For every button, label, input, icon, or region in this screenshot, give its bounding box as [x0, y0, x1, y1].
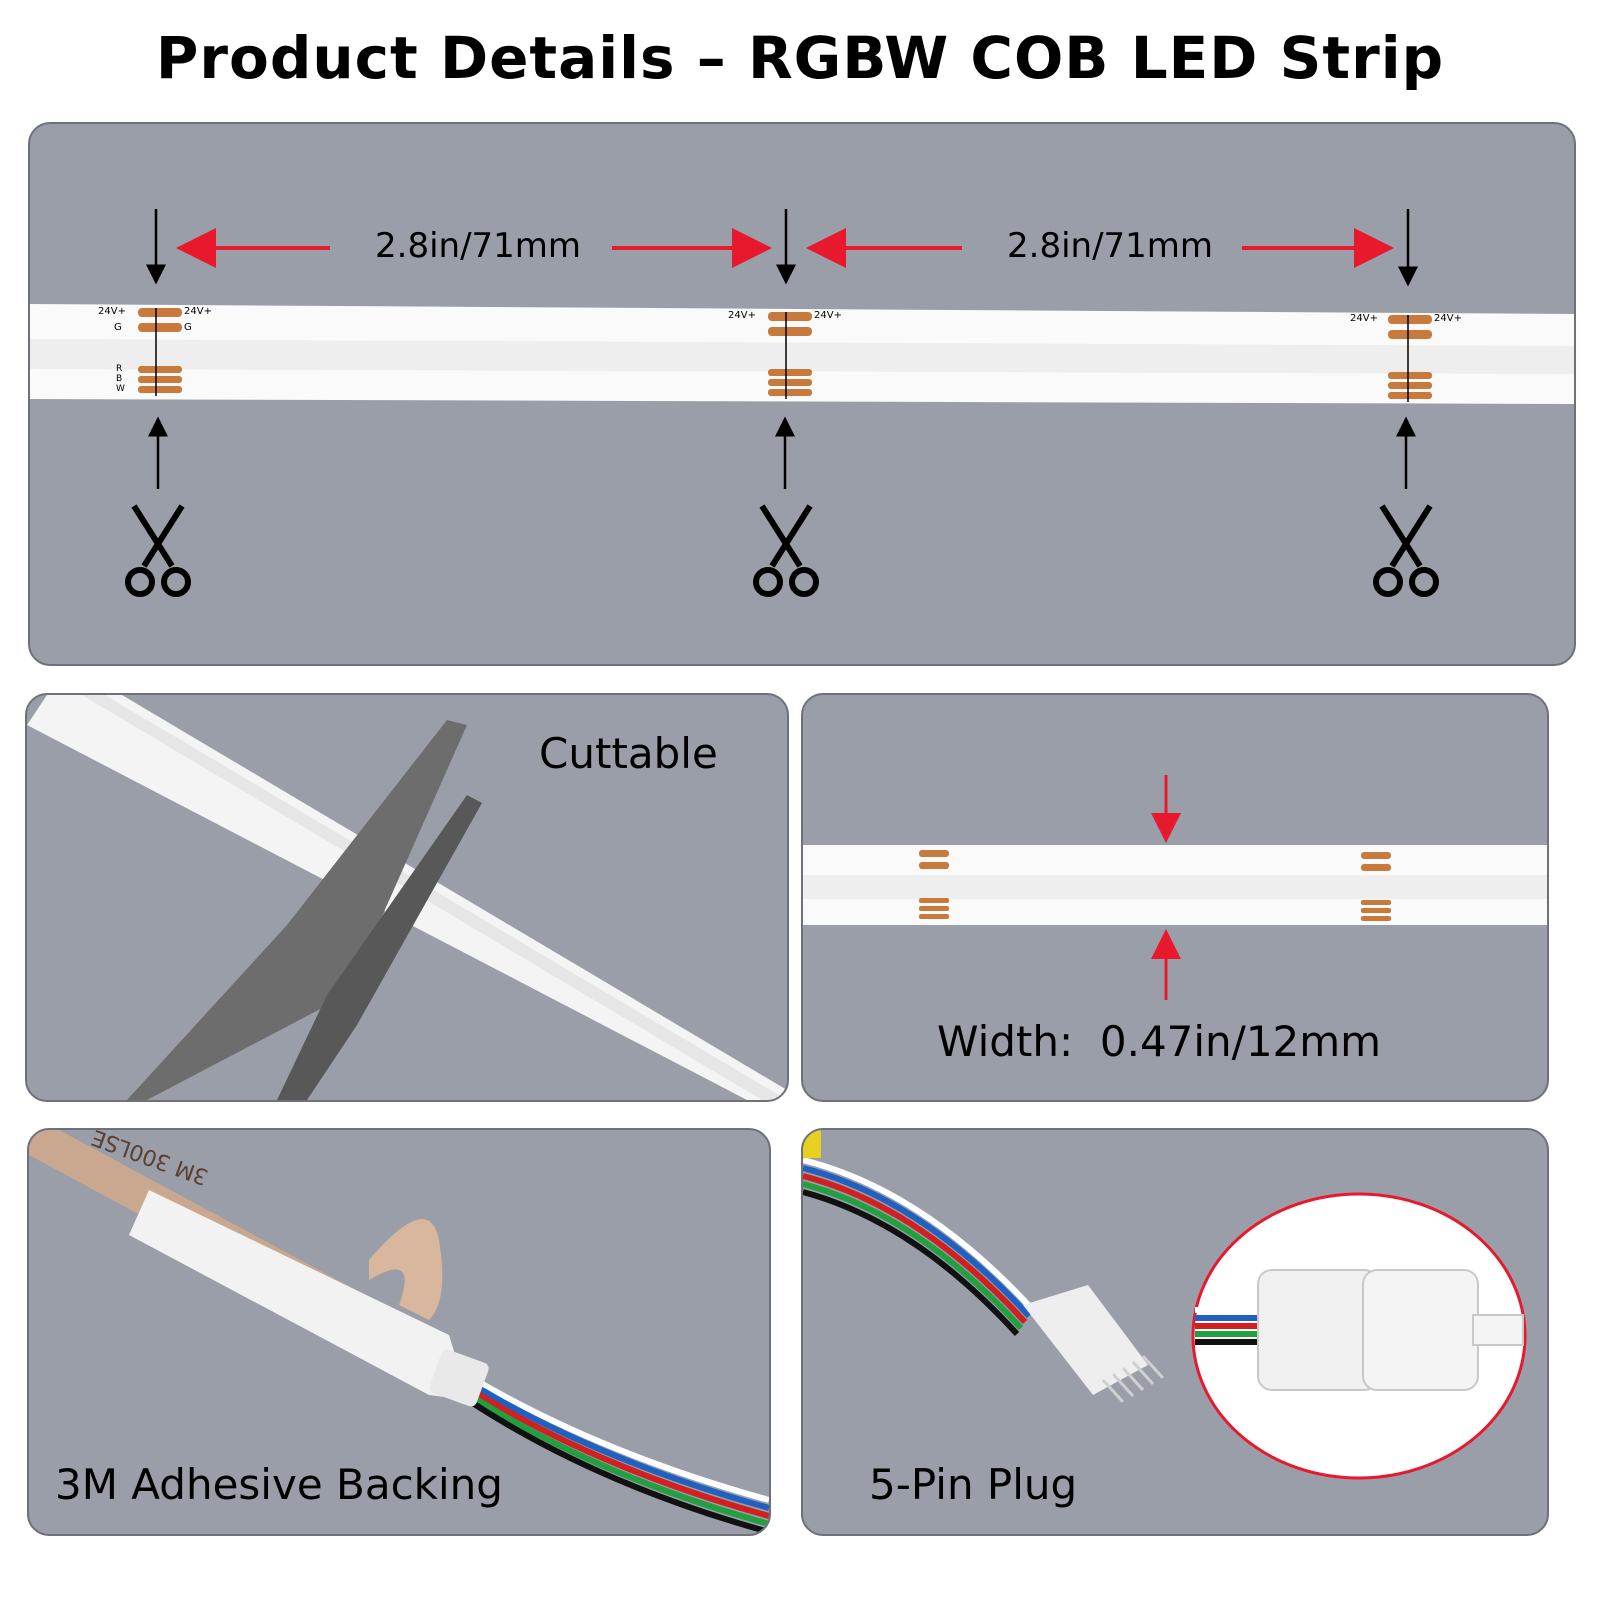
wire-bundle: [457, 1367, 769, 1534]
pad-label-r: R: [116, 364, 123, 374]
wire-bundle: [803, 1157, 1036, 1337]
scissors-icon: [125, 504, 191, 597]
pad-label-b: B: [116, 374, 123, 384]
scissors-icon: [1373, 504, 1439, 597]
pad-label-w: W: [116, 384, 125, 394]
plug-label: 5-Pin Plug: [869, 1460, 1078, 1509]
scissors-blade: [277, 795, 482, 1100]
adhesive-illustration: [29, 1130, 769, 1534]
cut-spacing-label: 2.8in/71mm: [1007, 226, 1214, 266]
width-illustration: [803, 775, 1547, 1000]
cut-spacing-label: 2.8in/71mm: [375, 226, 582, 266]
page-title: Product Details – RGBW COB LED Strip: [155, 24, 1445, 92]
cuttable-label: Cuttable: [539, 729, 718, 778]
copper-pads: [138, 308, 1432, 399]
pad-label-g: G: [184, 322, 192, 333]
cutting-illustration: [27, 695, 787, 1100]
plug-panel: 5-Pin Plug: [801, 1128, 1549, 1536]
plug-illustration: [803, 1130, 1527, 1480]
led-strip: [129, 1190, 469, 1400]
cuttable-panel: Cuttable: [25, 693, 789, 1102]
scissors-blade: [127, 720, 467, 1100]
pad-label-vplus: 24V+: [1350, 313, 1378, 324]
pad-label-vplus: 24V+: [814, 310, 842, 321]
scissors-icon: [753, 504, 819, 597]
cut-points-panel: 24V+ 24V+ G G R B W 24V+ 24V+ 24V+ 24V+ …: [28, 122, 1576, 666]
pad-label-vplus: 24V+: [728, 310, 756, 321]
adhesive-panel: 3M 300LSE 3M Adhesive Backing: [27, 1128, 771, 1536]
peeled-liner: [369, 1219, 443, 1320]
pad-label-g: G: [114, 322, 122, 333]
adhesive-label: 3M Adhesive Backing: [55, 1460, 503, 1509]
pad-label-vplus: 24V+: [1434, 313, 1462, 324]
cut-points-illustration: [30, 209, 1574, 597]
width-label: Width: 0.47in/12mm: [937, 1017, 1382, 1066]
plug-connector: [1023, 1285, 1148, 1395]
pad-label-vplus: 24V+: [98, 306, 126, 317]
pad-label-vplus: 24V+: [184, 306, 212, 317]
width-panel: Width: 0.47in/12mm: [801, 693, 1549, 1102]
